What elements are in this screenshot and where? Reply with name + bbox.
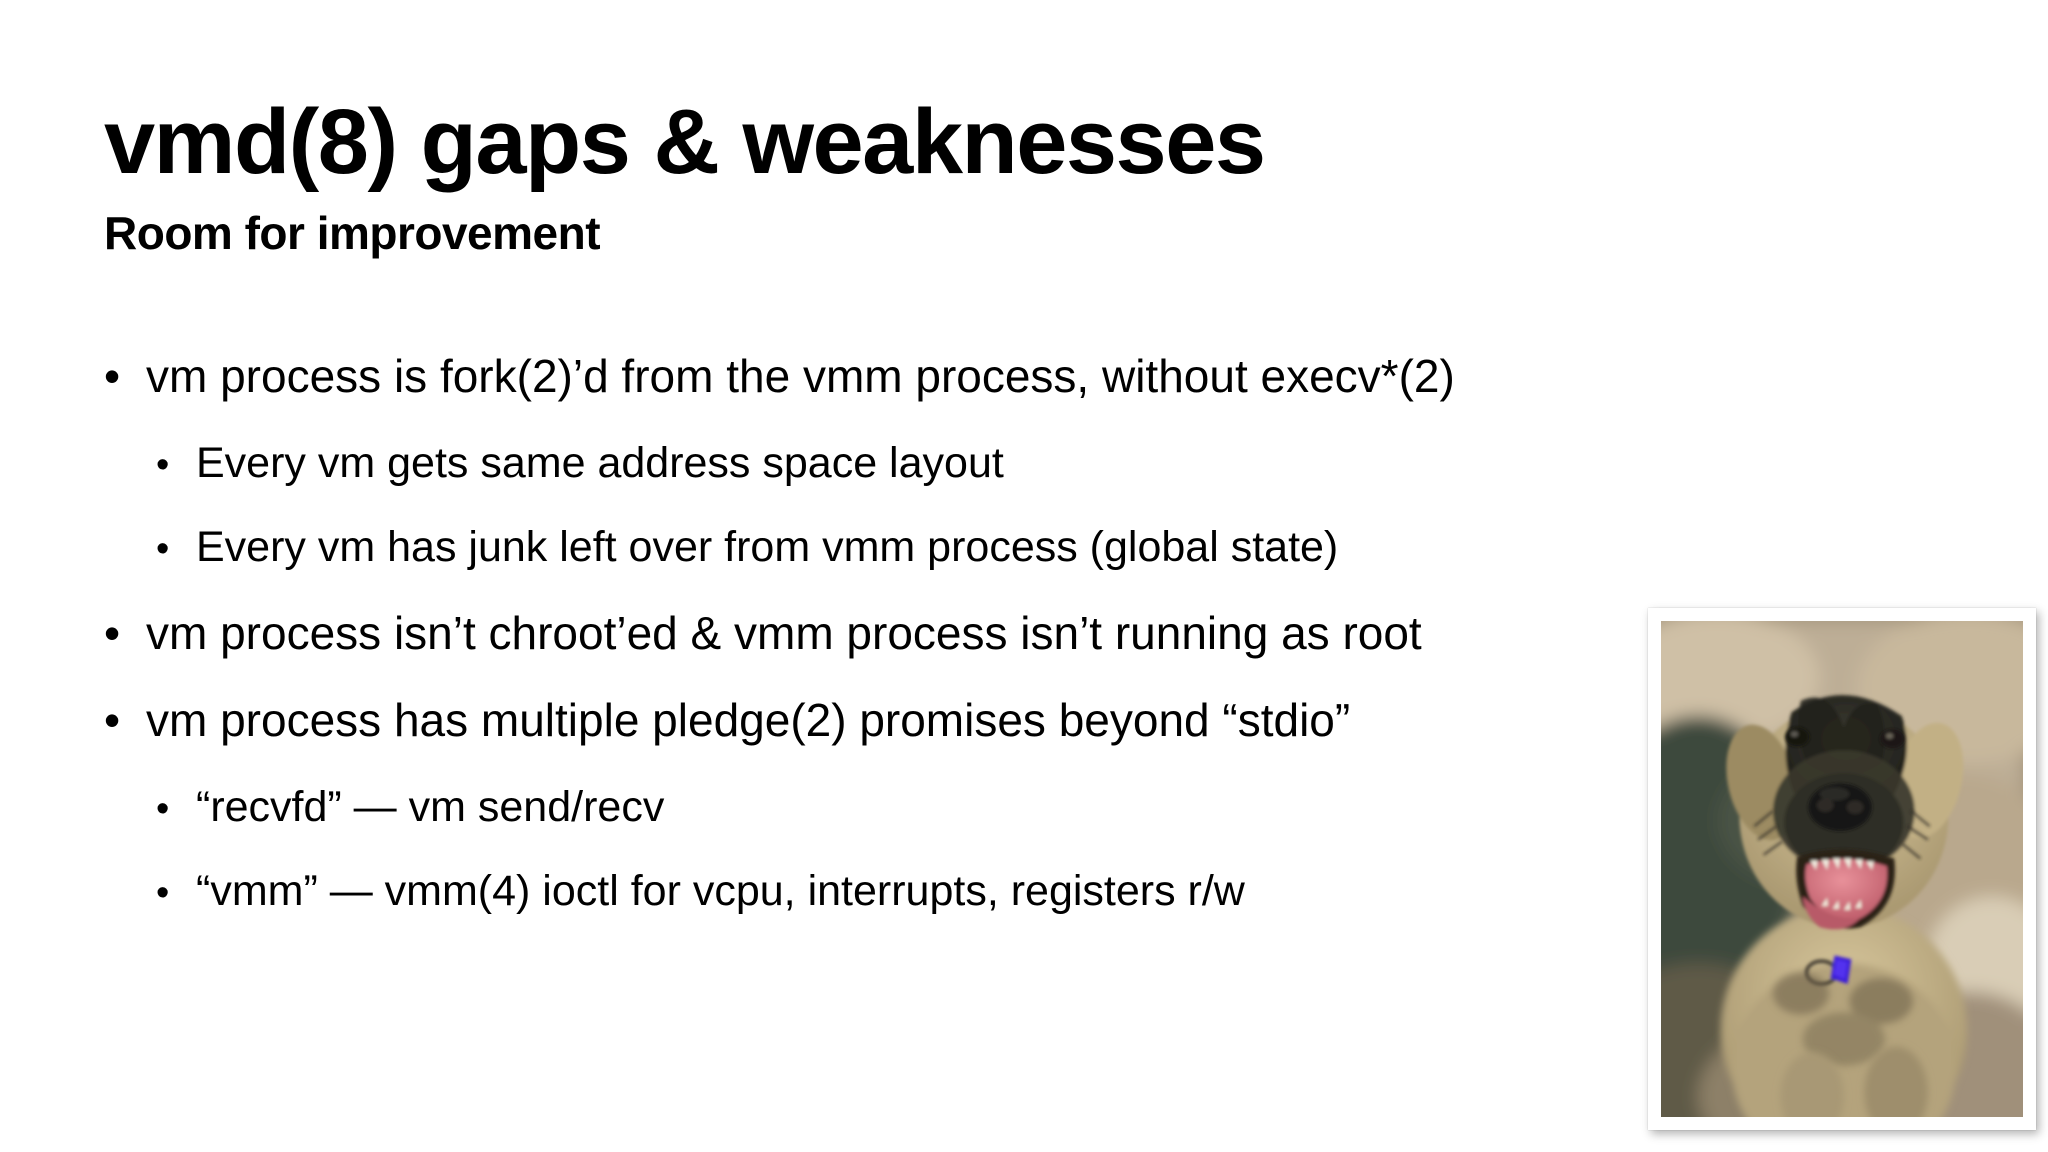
bullet-point-icon: •: [104, 350, 121, 402]
bullet-point-icon: •: [156, 528, 170, 571]
bullet-item: • vm process isn’t chroot’ed & vmm proces…: [104, 606, 1624, 659]
bullet-point-icon: •: [156, 872, 170, 915]
bullet-point-icon: •: [104, 694, 121, 747]
bullet-text: vm process isn’t chroot’ed & vmm process…: [146, 606, 1422, 659]
muddy-dog-photo: [1661, 621, 2023, 1117]
bullet-item: • vm process has multiple pledge(2) promi…: [104, 696, 1624, 746]
bullet-text: “vmm” — vmm(4) ioctl for vcpu, interrupt…: [196, 867, 1245, 916]
slide-title: vmd(8) gaps & weaknesses: [104, 91, 1266, 193]
bullet-text: vm process has multiple pledge(2) promis…: [146, 694, 1351, 747]
bullet-text: “recvfd” — vm send/recv: [196, 782, 665, 831]
bullet-text: Every vm has junk left over from vmm pro…: [196, 523, 1339, 572]
bullet-text: Every vm gets same address space layout: [196, 438, 1004, 487]
bullet-item: • vm process is fork(2)’d from the vmm pr…: [104, 350, 1624, 402]
bullet-point-icon: •: [156, 443, 170, 486]
title-block: vmd(8) gaps & weaknesses Room for improv…: [104, 96, 1604, 256]
dog-photo-frame: [1648, 608, 2036, 1130]
bullet-item: • “vmm” — vmm(4) ioctl for vcpu, interrup…: [104, 867, 1624, 916]
bullet-text: vm process is fork(2)’d from the vmm pro…: [146, 350, 1455, 402]
bullet-point-icon: •: [104, 606, 121, 659]
bullet-item: • Every vm has junk left over from vmm pr…: [104, 523, 1624, 572]
bullet-item: • “recvfd” — vm send/recv: [104, 782, 1624, 831]
slide-subtitle: Room for improvement: [104, 207, 601, 259]
bullet-point-icon: •: [156, 787, 170, 830]
bullet-list: • vm process is fork(2)’d from the vmm pr…: [104, 350, 1624, 953]
bullet-item: • Every vm gets same address space layout: [104, 438, 1624, 487]
